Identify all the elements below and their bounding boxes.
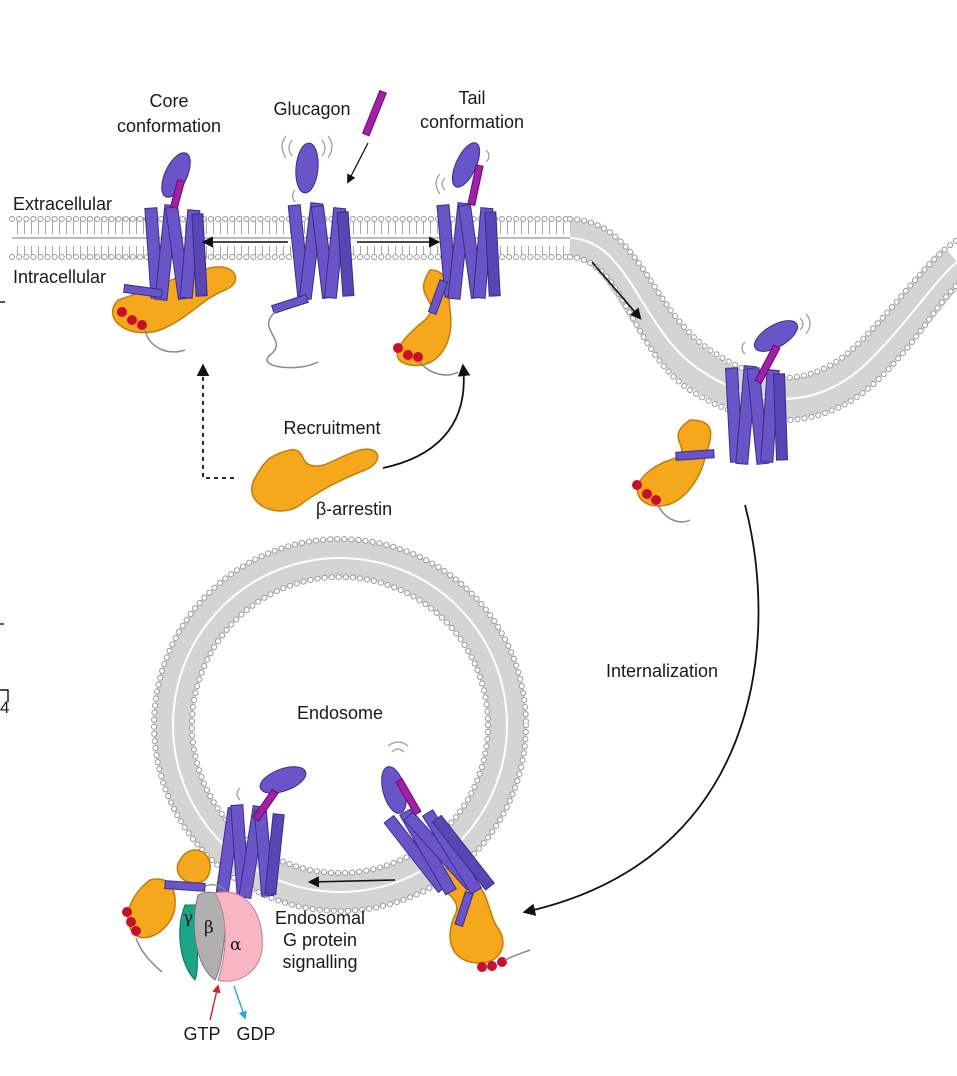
glucagon-binding-arrow bbox=[347, 142, 369, 184]
phosphate-dot bbox=[413, 352, 423, 362]
phosphate-dot bbox=[487, 961, 497, 971]
phosphate-dot bbox=[393, 343, 403, 353]
endosome-receptor-right bbox=[381, 741, 531, 972]
phosphate-dot bbox=[137, 320, 147, 330]
beta-subunit-label: β bbox=[204, 918, 214, 938]
beta-arrestin-free bbox=[251, 448, 379, 512]
phosphate-dot bbox=[127, 315, 137, 325]
endosomal-label-line3: signalling bbox=[282, 952, 357, 972]
glucagon-peptide bbox=[361, 89, 387, 137]
phosphate-dot bbox=[477, 962, 487, 972]
core-label-line1: Core bbox=[149, 91, 188, 111]
gtp-label: GTP bbox=[183, 1024, 220, 1044]
tail-label-line1: Tail bbox=[458, 88, 485, 108]
phosphate-dot bbox=[122, 907, 132, 917]
edge-bracket bbox=[0, 689, 9, 702]
alpha-subunit-label: α bbox=[230, 935, 242, 955]
glucagon-label: Glucagon bbox=[273, 99, 350, 119]
phosphate-dot bbox=[632, 480, 642, 490]
gdp-label: GDP bbox=[236, 1024, 275, 1044]
tail-label-line2: conformation bbox=[420, 112, 524, 132]
phosphate-dot bbox=[642, 489, 652, 499]
gamma-label: γ bbox=[183, 908, 193, 928]
beta-arrestin-shape bbox=[636, 419, 712, 507]
endosomal-label-line1: Endosomal bbox=[275, 908, 365, 928]
receptor-apo bbox=[266, 135, 355, 369]
endosome-membrane bbox=[151, 536, 529, 914]
phosphate-dot bbox=[403, 350, 413, 360]
beta-arrestin-label: β-arrestin bbox=[316, 499, 392, 519]
endosomal-label-line2: G protein bbox=[283, 930, 357, 950]
receptor-membrane-curve bbox=[632, 313, 811, 523]
intracellular-label: Intracellular bbox=[13, 267, 106, 287]
recruitment-label: Recruitment bbox=[283, 418, 380, 438]
internalization-label: Internalization bbox=[606, 661, 718, 681]
arrow-along-membrane bbox=[591, 261, 642, 320]
gtp-arrow bbox=[209, 984, 221, 1021]
beta-arrestin-shape bbox=[176, 849, 211, 884]
core-label-line2: conformation bbox=[117, 116, 221, 136]
extracellular-label: Extracellular bbox=[13, 194, 112, 214]
receptor-core-conformation bbox=[111, 152, 237, 353]
receptor-tail-conformation bbox=[393, 142, 501, 376]
recruitment-arrow bbox=[382, 363, 471, 469]
g-protein-alpha bbox=[214, 891, 263, 982]
edge-fragment-label: 4 bbox=[0, 698, 9, 717]
endosome-label: Endosome bbox=[297, 703, 383, 723]
gdp-arrow bbox=[233, 985, 247, 1020]
phosphate-dot bbox=[131, 926, 141, 936]
phosphate-dot bbox=[117, 307, 127, 317]
phosphate-dot bbox=[497, 957, 507, 967]
phosphate-dot bbox=[651, 495, 661, 505]
endosome-shift-arrow bbox=[307, 876, 396, 888]
endosome-receptor-left bbox=[122, 766, 307, 982]
recruitment-dashed-arrow bbox=[196, 363, 234, 479]
phosphate-dot bbox=[126, 917, 136, 927]
internalization-arrow bbox=[522, 504, 760, 916]
